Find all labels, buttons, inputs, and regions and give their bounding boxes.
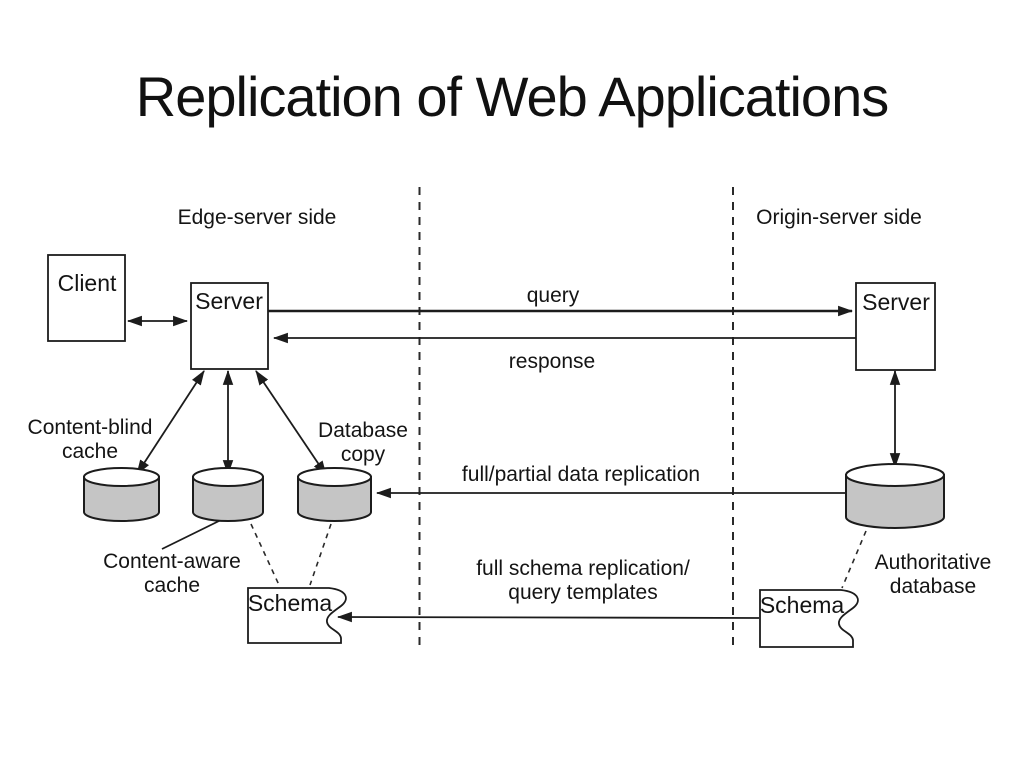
client-box — [47, 254, 126, 342]
database-copy-cylinder — [297, 467, 372, 522]
schema-link-dashed-cache2 — [250, 523, 280, 586]
edge-schema-label: Schema — [247, 590, 333, 616]
content-aware-cache-label: Content-aware cache — [103, 550, 241, 597]
content-blind-cache-cylinder — [83, 467, 160, 522]
origin-schema-label: Schema — [759, 592, 845, 618]
page-title: Replication of Web Applications — [135, 65, 889, 128]
server-cache3-arrow — [255, 370, 327, 476]
schema-replication-label: full schema replication/ query templates — [476, 557, 690, 604]
origin-server-label: Server — [862, 289, 930, 315]
schema-link-dashed-authdb — [841, 530, 867, 589]
authoritative-database-cylinder — [845, 463, 945, 529]
section-label-origin: Origin-server side — [756, 206, 922, 229]
content-blind-cache-label: Content-blind cache — [27, 416, 153, 463]
edge-schema-shape — [247, 587, 347, 644]
database-copy-label: Database copy — [318, 419, 408, 466]
data-replication-label: full/partial data replication — [461, 463, 701, 486]
schema-link-dashed-cache3 — [309, 523, 332, 586]
authoritative-database-label: Authoritative database — [874, 551, 992, 598]
edge-server-box — [190, 282, 269, 370]
origin-schema-shape — [759, 589, 859, 648]
section-label-edge: Edge-server side — [177, 206, 337, 229]
content-aware-pointer-line — [161, 519, 222, 550]
response-label: response — [508, 350, 596, 373]
client-label: Client — [57, 270, 117, 296]
edge-server-label: Server — [195, 288, 263, 314]
content-aware-cache-cylinder — [192, 467, 264, 522]
query-label: query — [526, 284, 580, 307]
origin-server-box — [855, 282, 936, 371]
schema-replication-arrow — [336, 611, 760, 623]
server-cache1-arrow — [136, 370, 205, 475]
